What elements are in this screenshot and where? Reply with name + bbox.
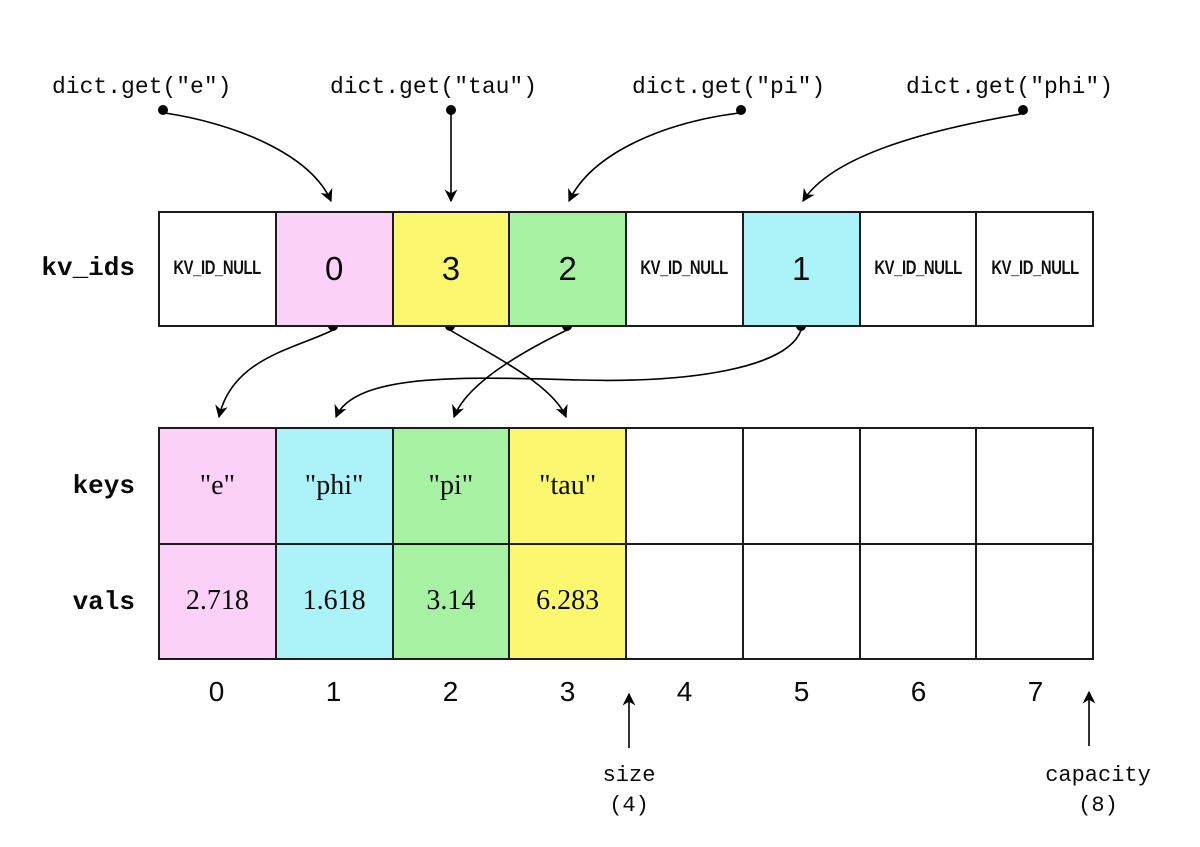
capacity-value: (8) [1078, 793, 1118, 818]
index-label-5: 5 [793, 676, 810, 707]
vals-cell-4 [627, 544, 742, 658]
index-label-3: 3 [559, 676, 576, 707]
query-get-pi: dict.get("pi") [632, 74, 826, 100]
index-label-7: 7 [1027, 676, 1044, 707]
keys-cell-1: "phi" [276, 429, 392, 543]
vals-cell-5 [743, 544, 859, 658]
query-get-e: dict.get("e") [52, 74, 232, 100]
vals-cell-1: 1.618 [276, 544, 392, 658]
kv-ids-slot-6: KV_ID_NULL [860, 213, 976, 325]
keys-cell-7 [977, 429, 1092, 543]
arrow-id3-to-key3 [449, 329, 568, 419]
vals-cell-2: 3.14 [393, 544, 509, 658]
size-label: size [602, 763, 656, 788]
kv-ids-slot-4: KV_ID_NULL [627, 213, 742, 325]
kv-ids-slot-3-value: 2 [558, 250, 577, 287]
arrow-id2-to-key2 [452, 329, 568, 419]
keys-cell-4 [627, 429, 742, 543]
vals-cell-1-value: 1.618 [302, 585, 366, 617]
capacity-label: capacity [1045, 763, 1151, 788]
size-value: (4) [609, 793, 649, 818]
keys-cell-2-value: "pi" [428, 469, 474, 501]
kv-ids-slot-6-value: KV_ID_NULL [874, 258, 962, 279]
keys-cell-3-value: "tau" [539, 469, 597, 501]
vals-row-label: vals [72, 587, 135, 617]
index-label-0: 0 [208, 676, 225, 707]
vals-cell-3-value: 6.283 [536, 585, 600, 617]
vals-cell-6 [860, 544, 976, 658]
vals-cell-7 [977, 544, 1092, 658]
kv-ids-array: KV_ID_NULL 0 3 2 KV_ID_NULL 1 KV_ID_NULL… [158, 211, 1094, 327]
dot-get-tau [446, 105, 456, 115]
arrow-get-e-to-slot1 [164, 112, 333, 203]
arrow-get-pi-to-slot3 [568, 112, 740, 203]
index-label-6: 6 [910, 676, 927, 707]
index-label-2: 2 [442, 676, 459, 707]
kv-ids-slot-7-value: KV_ID_NULL [990, 258, 1079, 279]
kv-ids-row-label: kv_ids [41, 253, 135, 283]
dot-get-e [158, 105, 168, 115]
query-get-phi: dict.get("phi") [906, 74, 1114, 100]
keys-row-label: keys [72, 471, 135, 501]
arrow-id1-to-key1 [334, 329, 802, 419]
vals-cell-0-value: 2.718 [185, 585, 249, 617]
kv-ids-slot-2: 3 [393, 213, 509, 325]
keys-cell-6 [860, 429, 976, 543]
kv-ids-slot-7: KV_ID_NULL [977, 213, 1092, 325]
dot-get-pi [736, 105, 746, 115]
keys-cell-0-value: "e" [199, 469, 236, 501]
kv-ids-slot-1: 0 [276, 213, 392, 325]
vals-cell-0: 2.718 [160, 544, 275, 658]
kv-ids-slot-5-value: 1 [791, 250, 811, 287]
kv-ids-slot-0: KV_ID_NULL [160, 213, 275, 325]
kv-ids-slot-3: 2 [510, 213, 625, 325]
kv-ids-slot-2-value: 3 [441, 250, 461, 287]
keys-cell-5 [743, 429, 859, 543]
keys-cell-0: "e" [160, 429, 275, 543]
vals-cell-3: 6.283 [510, 544, 625, 658]
arrow-id0-to-key0 [215, 329, 334, 419]
kv-ids-slot-0-value: KV_ID_NULL [173, 258, 262, 279]
arrow-get-phi-to-slot5 [802, 113, 1022, 203]
index-label-1: 1 [325, 676, 342, 707]
keys-cell-1-value: "phi" [304, 469, 364, 501]
keys-cell-3: "tau" [510, 429, 625, 543]
kv-ids-slot-5: 1 [743, 213, 859, 325]
keys-cell-2: "pi" [393, 429, 509, 543]
vals-cell-2-value: 3.14 [426, 585, 476, 617]
kv-ids-slot-1-value: 0 [324, 250, 344, 287]
keys-vals-array: "e" "phi" "pi" "tau" 2.718 1.618 3.14 6.… [158, 427, 1094, 660]
kv-ids-slot-4-value: KV_ID_NULL [640, 258, 729, 279]
query-get-tau: dict.get("tau") [330, 74, 538, 100]
dot-get-phi [1018, 105, 1028, 115]
index-label-4: 4 [676, 676, 693, 707]
